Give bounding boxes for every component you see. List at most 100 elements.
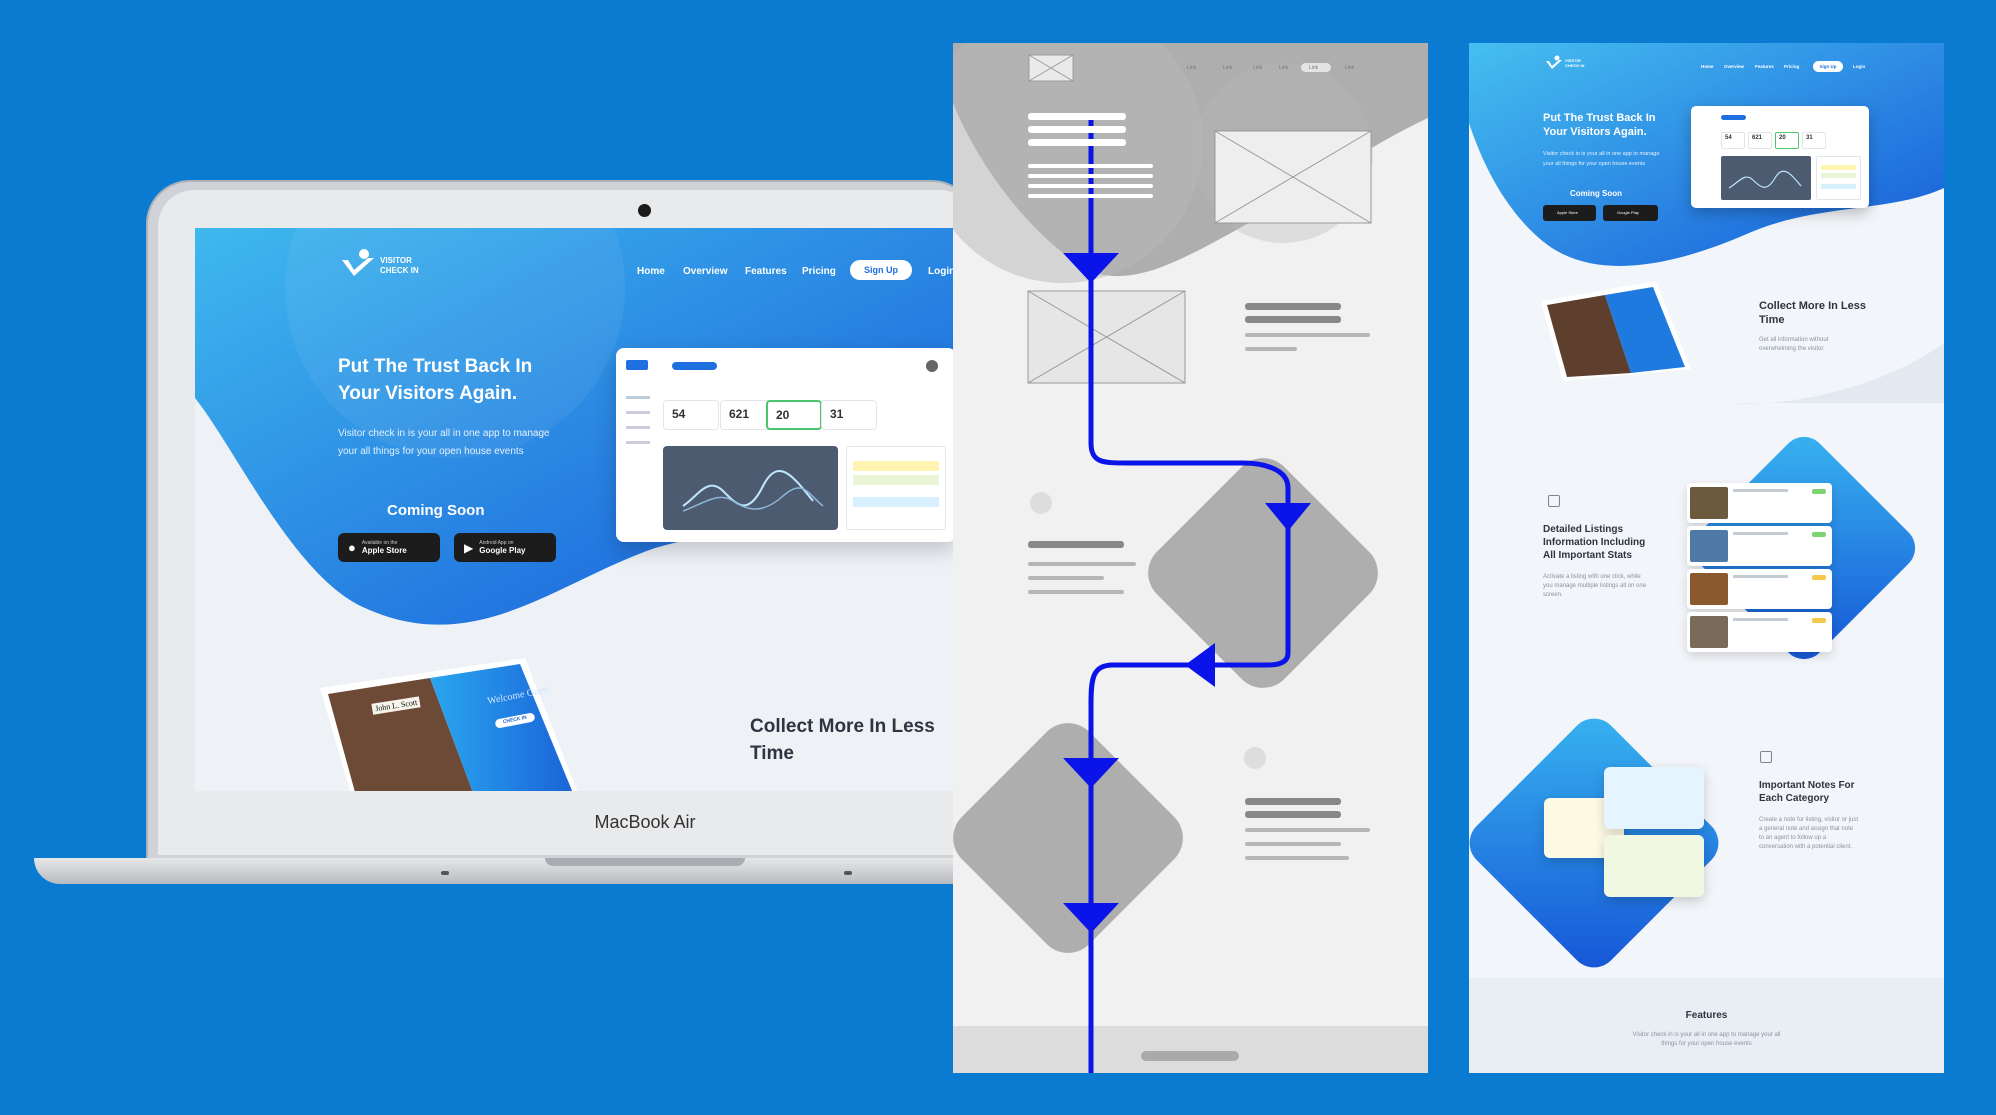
brand-name: VISITOR CHECK IN bbox=[380, 256, 419, 276]
mock-stat: 621 bbox=[1748, 132, 1772, 149]
mock-chart bbox=[1721, 156, 1811, 200]
mock-stat: 54 bbox=[1721, 132, 1745, 149]
mock-welcome-tablet bbox=[1541, 281, 1691, 381]
mock-logo-icon[interactable] bbox=[1545, 55, 1563, 71]
notes-body-line3: to an agent to follow up a bbox=[1759, 835, 1827, 841]
dashboard-preview: 54 621 20 31 bbox=[616, 348, 955, 542]
note-card[interactable] bbox=[1604, 835, 1704, 897]
mockup-page: VISITOR CHECK IN Home Overview Features … bbox=[1469, 43, 1944, 1073]
mock-stat: 20 bbox=[1775, 132, 1799, 149]
listings-title-line2: Information Including bbox=[1543, 537, 1646, 548]
logo-icon[interactable] bbox=[340, 246, 376, 282]
coming-soon: Coming Soon bbox=[387, 502, 485, 519]
mock-hero-title: Put The Trust Back In Your Visitors Agai… bbox=[1543, 111, 1655, 139]
notes-title-line1: Important Notes For bbox=[1759, 780, 1855, 791]
welcome-tablet bbox=[320, 658, 578, 791]
stat-card: 31 bbox=[821, 400, 877, 430]
apple-big-text: Apple Store bbox=[361, 546, 407, 555]
laptop-foot bbox=[441, 871, 449, 875]
wireframe-page: Link Link Link Link Link Link bbox=[953, 43, 1428, 1073]
dashboard-avatar bbox=[926, 360, 938, 372]
listing-card[interactable] bbox=[1687, 483, 1832, 523]
listing-card[interactable] bbox=[1687, 569, 1832, 609]
nav-overview[interactable]: Overview bbox=[683, 266, 728, 277]
mock-nav-home[interactable]: Home bbox=[1701, 64, 1714, 69]
laptop-screen: VISITOR CHECK IN Home Overview Features … bbox=[195, 228, 955, 791]
listings-body-line1: Activate a listing with one click, while bbox=[1543, 574, 1641, 580]
wire-nav-link[interactable]: Link bbox=[1345, 65, 1355, 71]
laptop-label: MacBook Air bbox=[594, 812, 696, 832]
listings-title-line1: Detailed Listings bbox=[1543, 524, 1624, 535]
nav-features[interactable]: Features bbox=[745, 266, 787, 277]
wire-text-block bbox=[1245, 303, 1370, 351]
hero-sub-line2: your all things for your open house even… bbox=[338, 446, 524, 457]
note-card[interactable] bbox=[1604, 767, 1704, 829]
collect-title: Collect More In Less Time bbox=[750, 713, 935, 767]
mock-hero-sub-line1: Visitor check in is your all in one app … bbox=[1543, 151, 1660, 157]
nav-login[interactable]: Login bbox=[928, 266, 955, 277]
collect-title-line2: Time bbox=[750, 743, 795, 764]
laptop-base-notch bbox=[545, 858, 745, 866]
dashboard-sidebar bbox=[626, 396, 650, 466]
mock-stat: 31 bbox=[1802, 132, 1826, 149]
mock-google-button[interactable]: Google Play bbox=[1603, 205, 1658, 221]
collect-title-line1: Collect More In Less bbox=[750, 716, 935, 737]
hero-title-line2: Your Visitors Again. bbox=[338, 383, 518, 404]
notes-body-line1: Create a note for listing, visitor or ju… bbox=[1759, 817, 1859, 823]
mock-hero-title-line1: Put The Trust Back In bbox=[1543, 112, 1656, 124]
mock-apple-button[interactable]: Apple Store bbox=[1543, 205, 1596, 221]
mock-nav-overview[interactable]: Overview bbox=[1724, 64, 1745, 69]
listings-body-line3: screen. bbox=[1543, 592, 1563, 598]
stat-card: 54 bbox=[663, 400, 719, 430]
wireframe-shapes bbox=[953, 43, 1428, 1073]
stat-card-active: 20 bbox=[766, 400, 822, 430]
mock-collect-sub-line1: Get all information without bbox=[1759, 337, 1829, 343]
wire-nav-link[interactable]: Link bbox=[1309, 65, 1319, 71]
mock-nav-features[interactable]: Features bbox=[1755, 64, 1774, 69]
google-small-text: Android App on bbox=[479, 540, 514, 546]
wire-nav-link[interactable]: Link bbox=[1223, 65, 1233, 71]
listing-card[interactable] bbox=[1687, 612, 1832, 652]
notes-body: Create a note for listing, visitor or ju… bbox=[1759, 816, 1858, 852]
mock-nav-login[interactable]: Login bbox=[1853, 64, 1866, 69]
notes-body-line4: conversation with a potential client. bbox=[1759, 844, 1853, 850]
dashboard-add-button bbox=[672, 362, 717, 370]
dashboard-notes bbox=[846, 446, 946, 530]
mock-hero-title-line2: Your Visitors Again. bbox=[1543, 126, 1647, 138]
mock-signup-button[interactable]: Sign Up bbox=[1813, 61, 1843, 72]
google-big-text: Google Play bbox=[479, 546, 526, 555]
listings-title: Detailed Listings Information Including … bbox=[1543, 523, 1645, 562]
nav-pricing[interactable]: Pricing bbox=[802, 266, 836, 277]
hero-title: Put The Trust Back In Your Visitors Agai… bbox=[338, 353, 532, 407]
listings-body: Activate a listing with one click, while… bbox=[1543, 573, 1646, 600]
listing-card[interactable] bbox=[1687, 526, 1832, 566]
features-body: Visitor check in is your all in one app … bbox=[1469, 1031, 1944, 1049]
apple-icon: ● bbox=[348, 540, 356, 555]
wire-text-block bbox=[1028, 541, 1136, 594]
notes-title-line2: Each Category bbox=[1759, 793, 1830, 804]
nav-home[interactable]: Home bbox=[637, 266, 665, 277]
mock-brand: VISITOR CHECK IN bbox=[1565, 58, 1584, 68]
listings-body-line2: you manage multiple listings all on one bbox=[1543, 583, 1647, 589]
signup-button[interactable]: Sign Up bbox=[850, 260, 912, 280]
laptop-foot bbox=[844, 871, 852, 875]
mock-collect-sub: Get all information without overwhelming… bbox=[1759, 336, 1828, 354]
dashboard-chart bbox=[663, 446, 838, 530]
mock-nav-pricing[interactable]: Pricing bbox=[1784, 64, 1800, 69]
mock-hero-sub: Visitor check in is your all in one app … bbox=[1543, 149, 1659, 169]
wire-nav-link[interactable]: Link bbox=[1187, 65, 1197, 71]
hero-sub-line1: Visitor check in is your all in one app … bbox=[338, 428, 550, 439]
dashboard-logo-icon bbox=[626, 360, 648, 370]
brand-line1: VISITOR bbox=[380, 256, 412, 265]
mock-collect-title: Collect More In Less Time bbox=[1759, 299, 1866, 327]
play-icon: ▶ bbox=[464, 540, 474, 555]
wire-nav-link[interactable]: Link bbox=[1279, 65, 1289, 71]
wire-hero-text bbox=[1028, 113, 1153, 198]
features-body-line1: Visitor check in is your all in one app … bbox=[1632, 1032, 1781, 1038]
wire-nav-link[interactable]: Link bbox=[1253, 65, 1263, 71]
mock-dashboard: 54 621 20 31 bbox=[1691, 106, 1869, 208]
mock-collect-line2: Time bbox=[1759, 314, 1785, 326]
brand-line2: CHECK IN bbox=[380, 266, 419, 275]
